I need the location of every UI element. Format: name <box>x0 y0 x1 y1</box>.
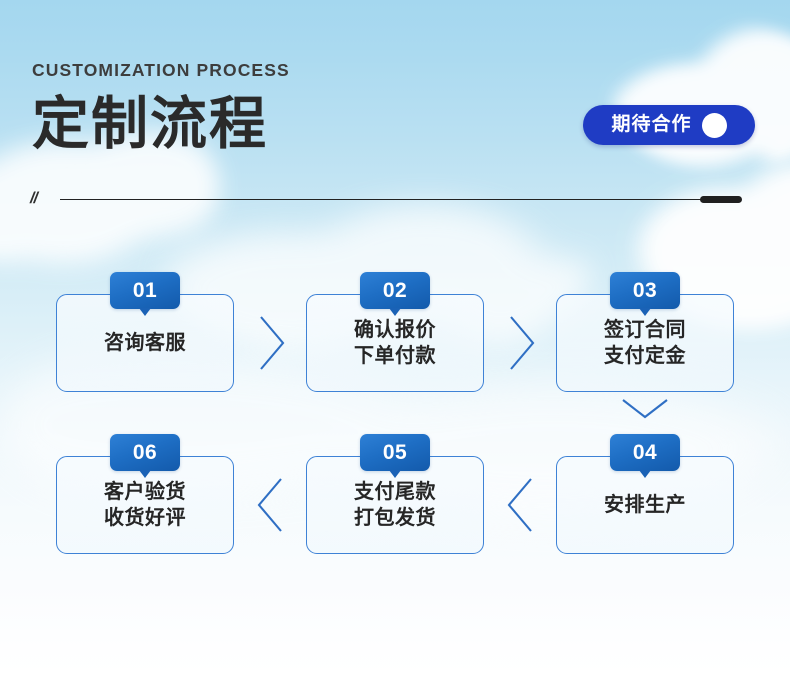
chevron-down-icon <box>620 396 670 422</box>
step-label: 安排生产 <box>604 493 686 516</box>
step-number: 05 <box>382 441 408 464</box>
step-label: 支付尾款 打包发货 <box>354 480 436 529</box>
step-number: 06 <box>132 441 158 464</box>
step-badge-01: 01 <box>110 272 180 316</box>
expect-cooperation-button[interactable]: 期待合作 <box>583 105 755 145</box>
step-badge-02: 02 <box>360 272 430 316</box>
cta-label: 期待合作 <box>611 114 692 135</box>
chevron-right-icon <box>505 313 539 373</box>
chevron-right-icon <box>255 313 289 373</box>
chevron-left-icon <box>253 475 287 535</box>
step-label: 客户验货 收货好评 <box>104 480 186 529</box>
step-badge-04: 04 <box>610 434 680 478</box>
step-number: 01 <box>132 279 158 302</box>
divider-end-cap <box>700 196 742 203</box>
step-number: 02 <box>382 279 408 302</box>
step-label: 签订合同 支付定金 <box>604 318 686 367</box>
divider: // <box>30 190 742 208</box>
step-number: 03 <box>632 279 658 302</box>
step-card-01[interactable]: 咨询客服 <box>56 294 234 392</box>
page-title: 定制流程 <box>32 91 268 156</box>
step-number: 04 <box>632 441 658 464</box>
divider-line <box>60 199 733 200</box>
divider-slashes: // <box>30 190 38 207</box>
step-badge-03: 03 <box>610 272 680 316</box>
eyebrow-text: CUSTOMIZATION PROCESS <box>32 60 290 80</box>
step-card-04[interactable]: 安排生产 <box>556 456 734 554</box>
step-label: 确认报价 下单付款 <box>354 318 436 367</box>
step-badge-06: 06 <box>110 434 180 478</box>
circle-left-arrow-icon <box>701 112 727 138</box>
step-label: 咨询客服 <box>104 331 186 354</box>
page-header: CUSTOMIZATION PROCESS 定制流程 <box>32 60 290 156</box>
step-badge-05: 05 <box>360 434 430 478</box>
chevron-left-icon <box>503 475 537 535</box>
